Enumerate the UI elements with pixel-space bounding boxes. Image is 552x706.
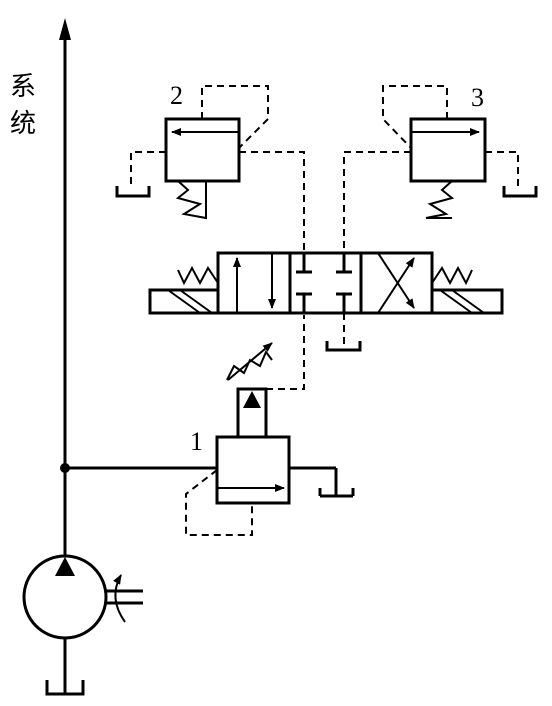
system-label-char-2: 统 xyxy=(10,109,36,139)
four-way-directional-valve-icon xyxy=(148,251,504,352)
variable-pump-icon xyxy=(22,554,143,694)
relief-valve-2 xyxy=(115,85,305,253)
valve-3-number: 3 xyxy=(471,83,484,112)
relief-valve-3 xyxy=(343,85,538,253)
relief-valve-1 xyxy=(185,315,355,536)
valve-1-number: 1 xyxy=(190,427,203,456)
valve-2-number: 2 xyxy=(170,81,183,110)
system-line xyxy=(59,18,217,555)
system-label-char-1: 系 xyxy=(10,72,36,102)
pump-tank-icon xyxy=(45,680,85,696)
